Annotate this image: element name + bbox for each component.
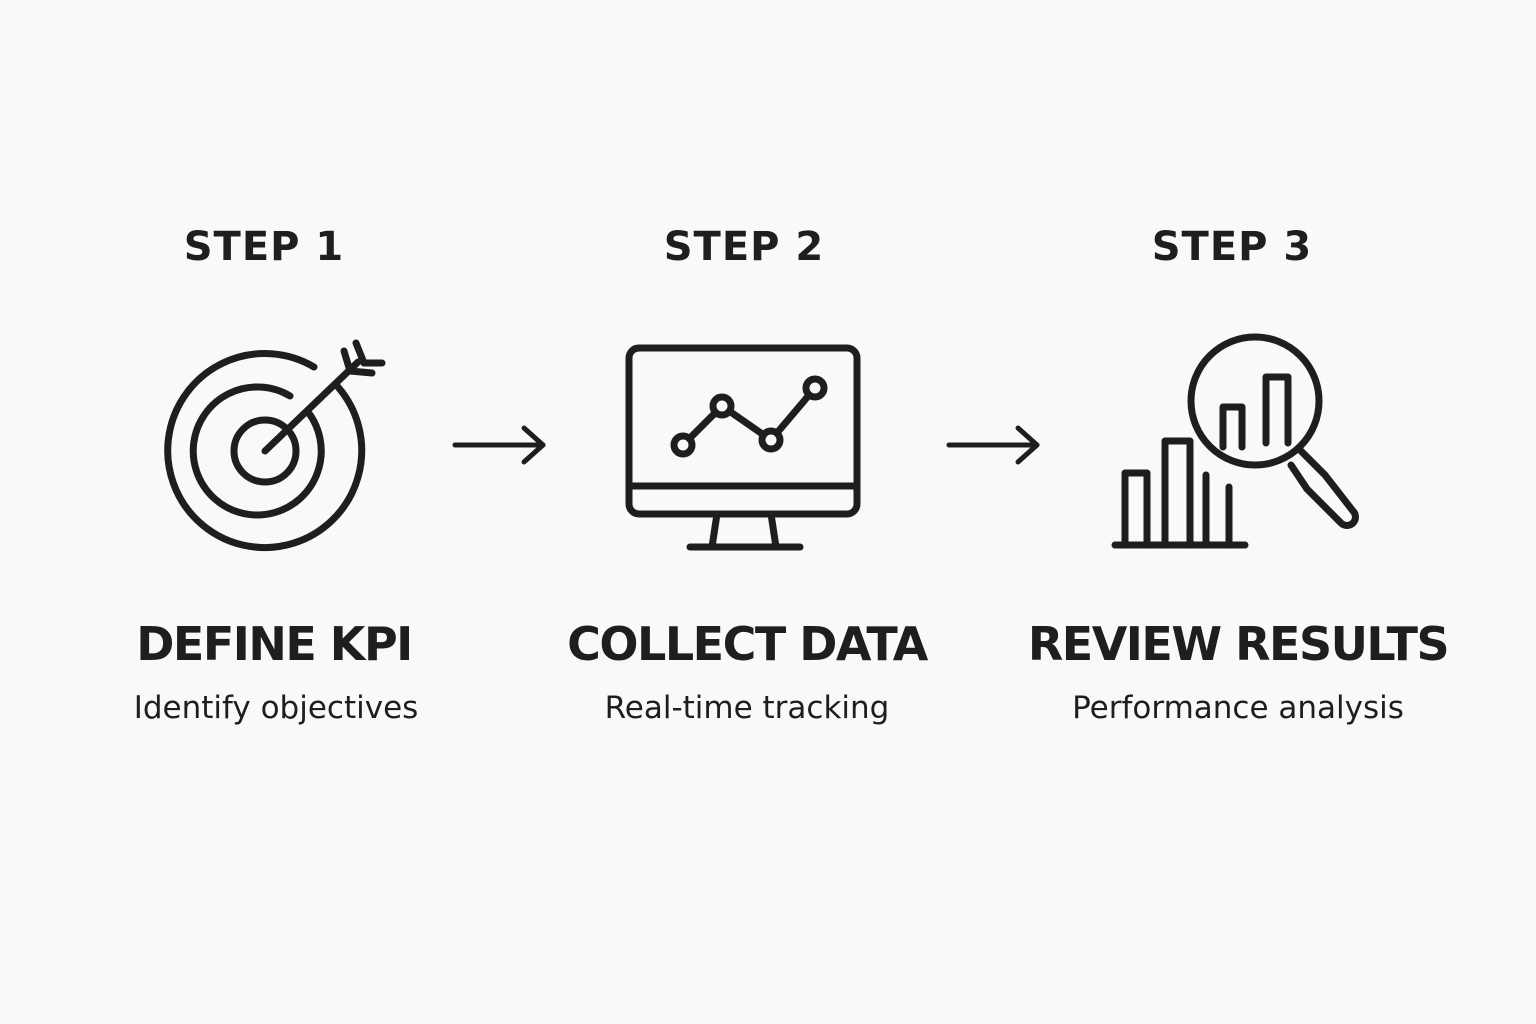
arrow-right-icon[interactable] bbox=[450, 420, 550, 470]
monitor-line-chart-icon bbox=[625, 344, 861, 551]
step-2-description: Real-time tracking bbox=[604, 690, 890, 726]
step-1-title: DEFINE KPI bbox=[136, 617, 413, 671]
arrow-right-icon[interactable] bbox=[944, 420, 1044, 470]
step-2-label: STEP 2 bbox=[663, 224, 825, 270]
target-arrow-icon bbox=[164, 339, 386, 552]
step-1-label: STEP 1 bbox=[183, 224, 345, 270]
step-1-description: Identify objectives bbox=[133, 690, 419, 726]
step-3-label: STEP 3 bbox=[1151, 224, 1313, 270]
magnifier-bar-chart-icon bbox=[1111, 333, 1359, 549]
step-3-description: Performance analysis bbox=[1072, 690, 1404, 726]
step-3-title: REVIEW RESULTS bbox=[1027, 617, 1450, 671]
step-2-title: COLLECT DATA bbox=[567, 617, 928, 671]
